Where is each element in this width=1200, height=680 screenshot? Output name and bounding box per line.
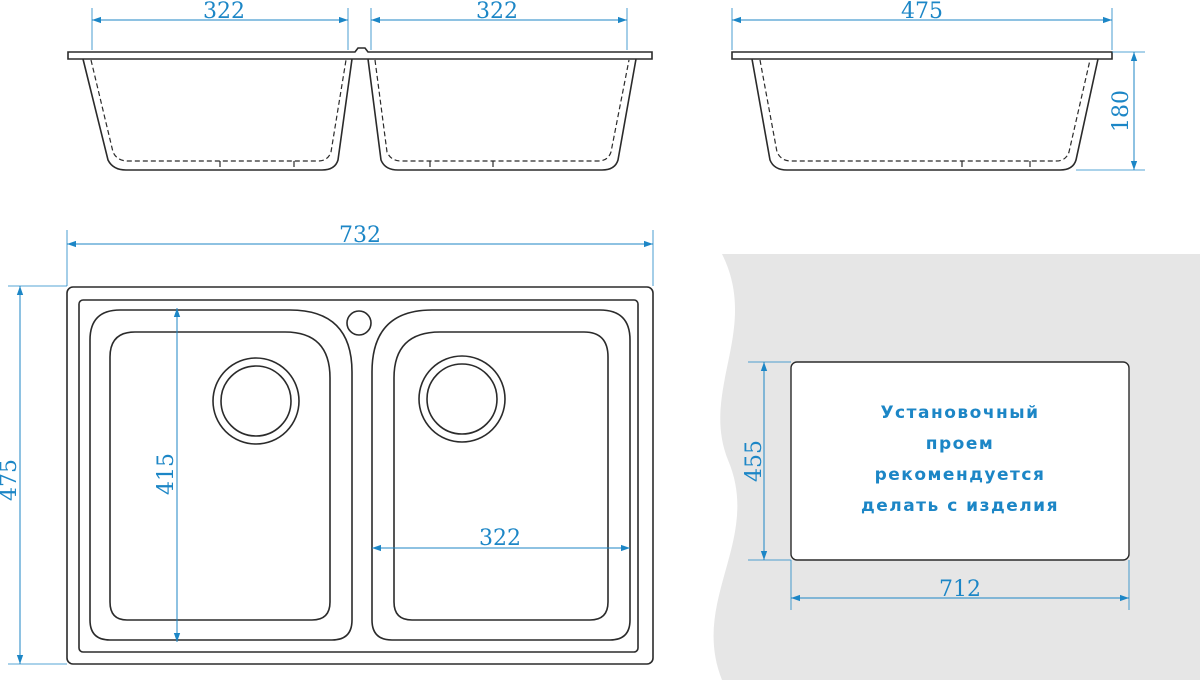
cutout-width-label: 712 — [939, 577, 981, 602]
front-rim — [67, 47, 653, 60]
front-right-bowl — [367, 58, 637, 171]
top-left-bowl-inner — [109, 331, 331, 621]
front-left-bowl — [82, 58, 353, 171]
right-drain-inner — [426, 363, 498, 435]
cutout-note-line-1: Установочный — [880, 403, 1039, 423]
bowl-depth-label: 415 — [154, 453, 179, 495]
bowl-width-label: 322 — [479, 526, 521, 551]
front-view: 322 322 — [67, 0, 653, 171]
top-left-bowl-outer — [89, 309, 353, 641]
left-drain-outer — [212, 357, 300, 445]
cutout-opening — [790, 361, 1130, 561]
top-right-bowl-outer — [371, 309, 631, 641]
top-depth-label: 475 — [0, 459, 22, 501]
side-depth-label: 475 — [901, 0, 943, 24]
tap-hole — [346, 310, 372, 336]
cutout-note-line-2: проем — [926, 434, 995, 454]
left-drain-inner — [220, 365, 292, 437]
side-rim — [731, 51, 1113, 60]
top-view: 732 475 415 322 — [0, 223, 654, 665]
cutout-note-line-4: делать с изделия — [861, 496, 1059, 516]
front-left-width-label: 322 — [203, 0, 245, 24]
front-right-width-label: 322 — [476, 0, 518, 24]
side-height-label: 180 — [1109, 90, 1134, 132]
top-outer-rim — [66, 286, 654, 665]
right-drain-outer — [418, 355, 506, 443]
side-view: 475 180 — [731, 0, 1145, 171]
top-right-bowl-inner — [393, 331, 609, 621]
cutout-note-line-3: рекомендуется — [875, 465, 1046, 485]
side-bowl — [751, 58, 1099, 171]
top-inner-rim — [78, 299, 639, 653]
cutout-height-label: 455 — [742, 440, 767, 482]
top-width-label: 732 — [339, 223, 381, 248]
cutout-view: Установочный проем рекомендуется делать … — [713, 254, 1200, 680]
